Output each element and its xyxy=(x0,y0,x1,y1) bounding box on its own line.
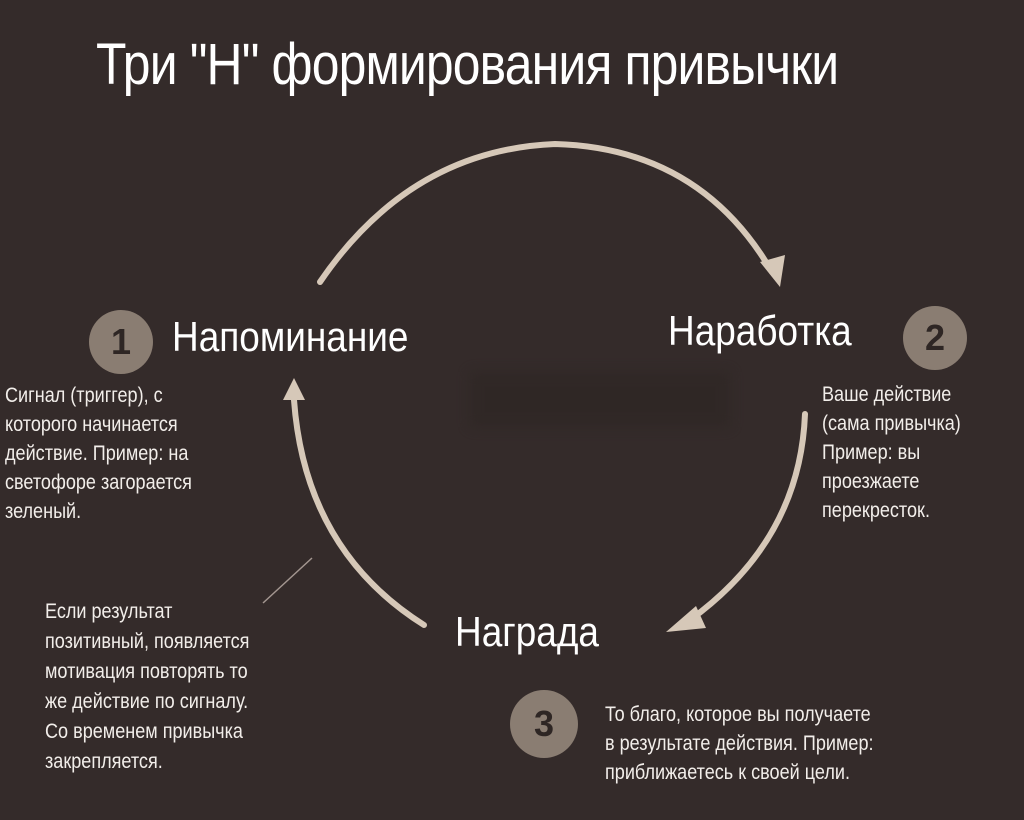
step-1-heading: Напоминание xyxy=(172,313,409,360)
arrow-reminder-to-routine xyxy=(317,140,785,287)
step-3-description: То благо, которое вы получаете в результ… xyxy=(605,703,874,784)
note-pointer-line xyxy=(262,557,313,604)
step-3-badge: 3 xyxy=(510,690,578,758)
step-2-number: 2 xyxy=(924,317,946,358)
step-2-badge: 2 xyxy=(903,306,967,370)
arrow-reward-to-reminder xyxy=(283,378,427,628)
step-1-badge: 1 xyxy=(89,310,153,374)
arrow-routine-to-reward xyxy=(666,411,808,632)
step-3-number: 3 xyxy=(533,703,555,744)
step-2-heading: Наработка xyxy=(668,307,852,354)
step-2-description: Ваше действие (сама привычка) Пример: вы… xyxy=(822,383,961,522)
feedback-note: Если результат позитивный, появляется мо… xyxy=(45,600,250,773)
step-3-heading: Награда xyxy=(455,608,599,655)
step-1-number: 1 xyxy=(110,321,132,362)
step-1-description: Сигнал (триггер), с которого начинается … xyxy=(5,384,192,523)
background-smudge xyxy=(470,372,730,427)
page-title: Три "Н" формирования привычки xyxy=(96,32,839,97)
